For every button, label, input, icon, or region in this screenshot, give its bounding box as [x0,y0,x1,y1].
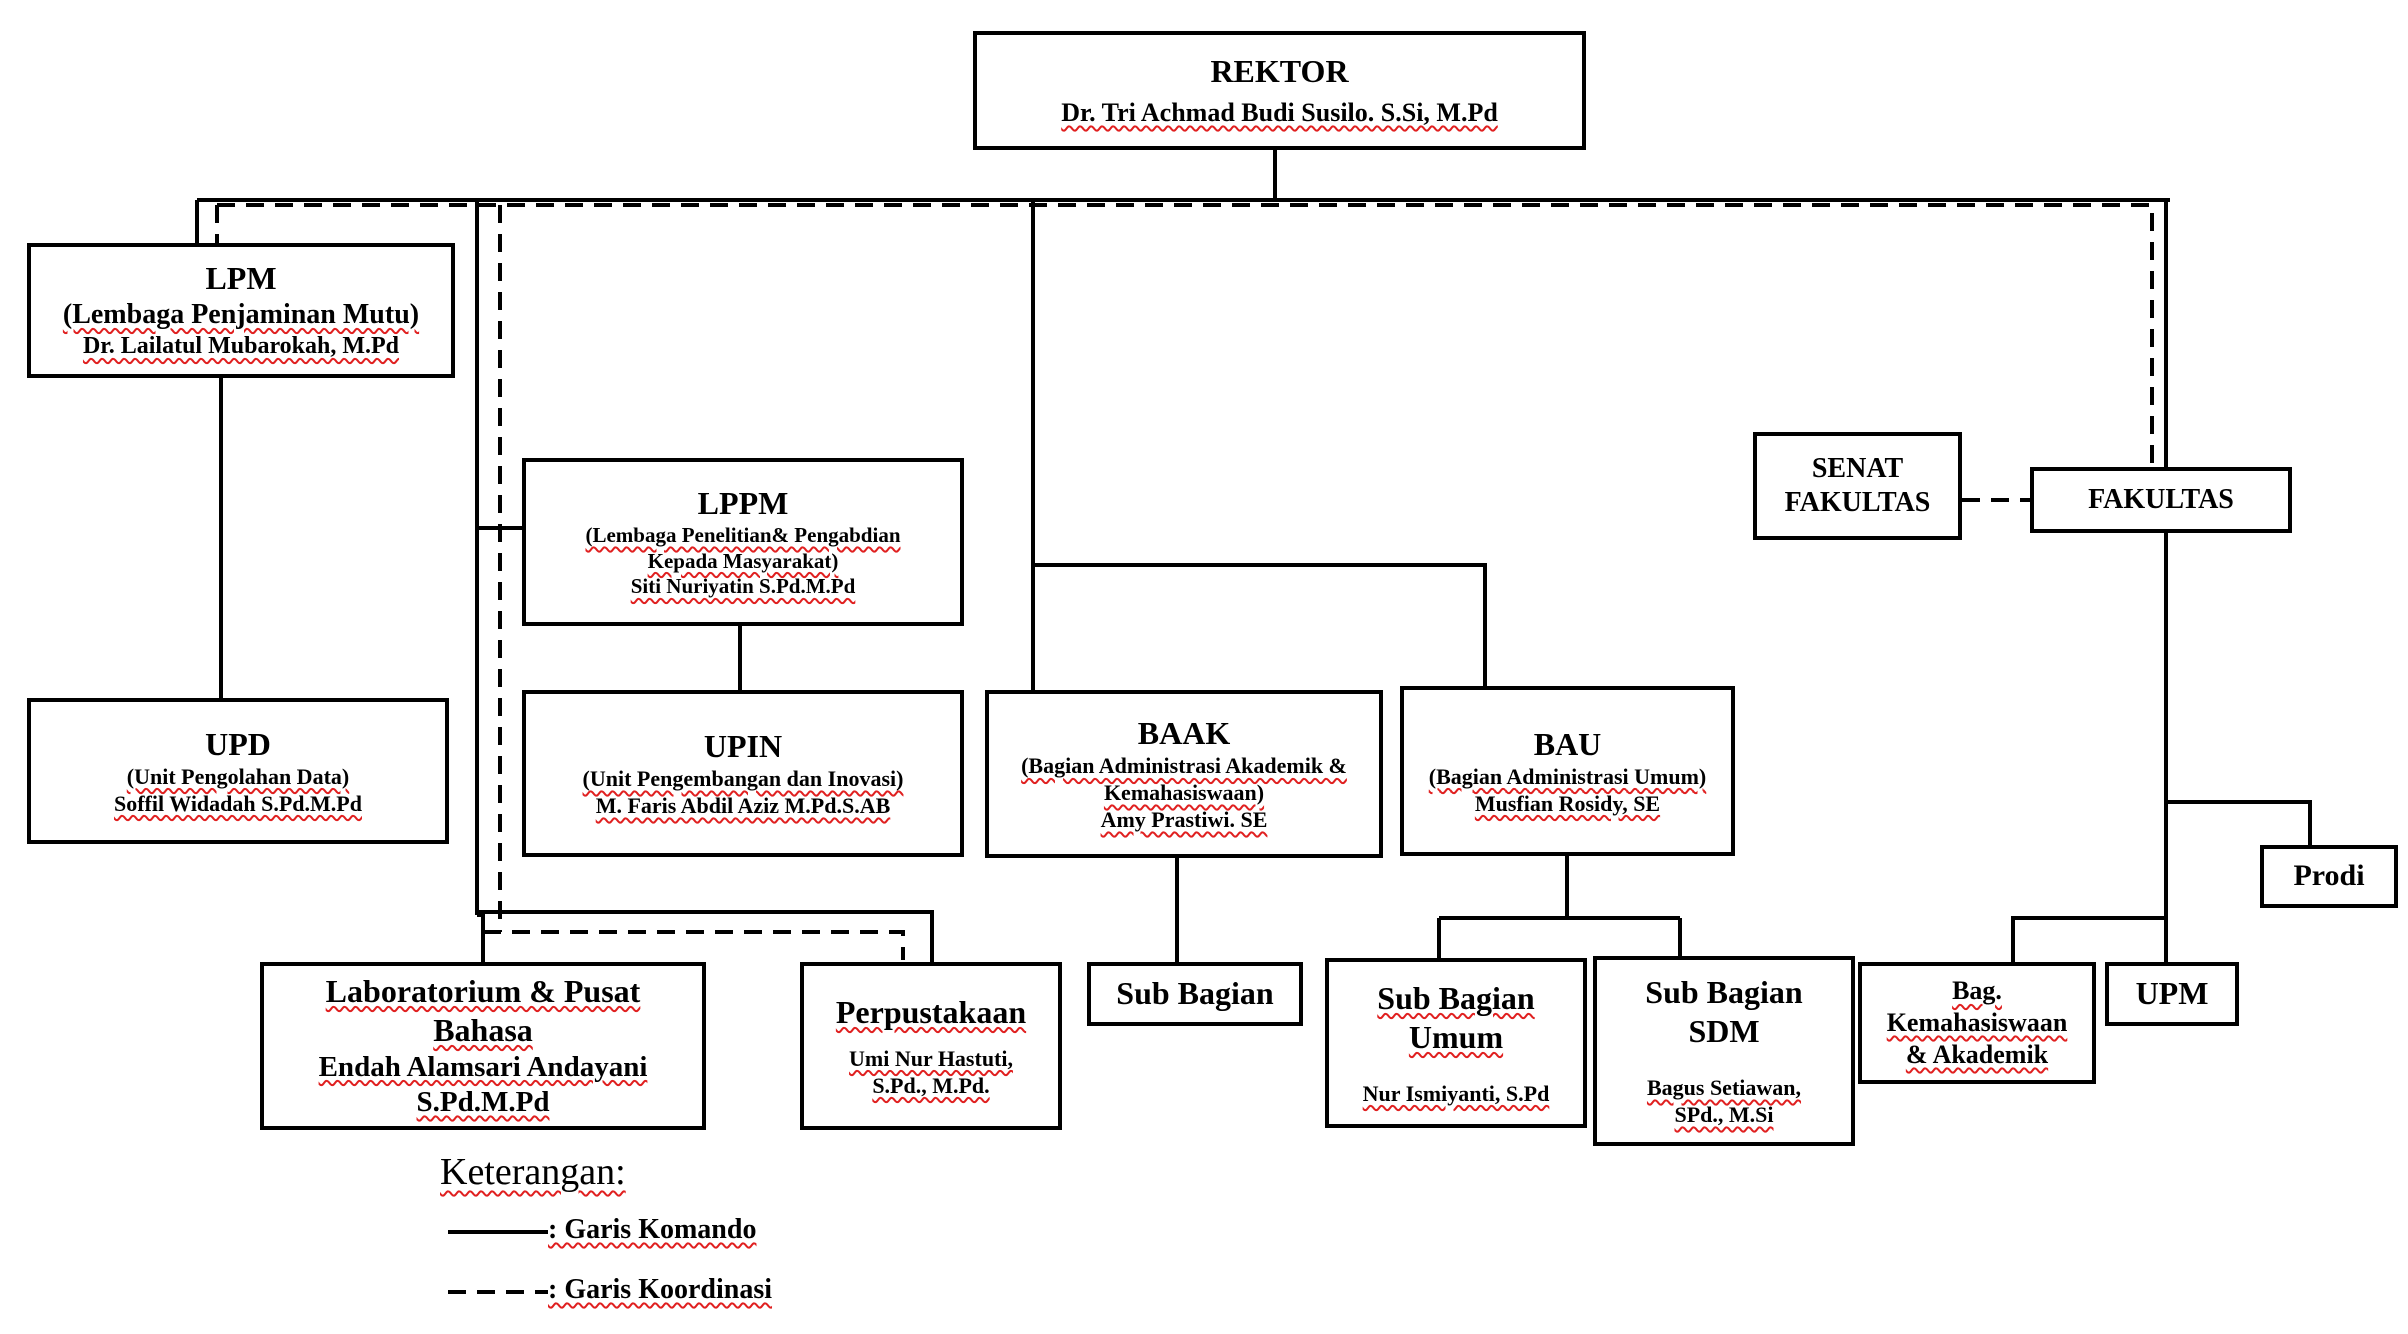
upd-subtitle: (Unit Pengolahan Data) [126,763,350,789]
upd-title: UPD [205,725,271,762]
bau-name: Musfian Rosidy, SE [1474,790,1661,816]
sub-sdm-title: Sub Bagian SDM [1645,974,1803,1050]
fakultas-box: FAKULTAS [2030,467,2292,533]
dash-top [215,203,2154,465]
upin-subtitle: (Unit Pengembangan dan Inovasi) [582,766,904,792]
legend-title: Keterangan: [440,1151,626,1193]
upd-box: UPD (Unit Pengolahan Data) Soffil Widada… [27,698,449,844]
bau-title: BAU [1533,725,1602,762]
legend-coordination-label: : Garis Koordinasi [548,1274,773,1305]
upd-name: Soffil Widadah S.Pd.M.Pd [114,790,362,816]
upm-box: UPM [2105,962,2239,1026]
lab-name: Endah Alamsari Andayani S.Pd.M.Pd [318,1050,648,1119]
lab-box: Laboratorium & Pusat Bahasa Endah Alamsa… [260,962,706,1130]
fakultas-title: FAKULTAS [2088,483,2234,515]
rektor-box: REKTOR Dr. Tri Achmad Budi Susilo. S.Si,… [973,31,1586,150]
lab-title: Laboratorium & Pusat Bahasa [325,972,641,1048]
legend-command-label: : Garis Komando [548,1214,757,1245]
bag-kem-title: Bag. Kemahasiswaan & Akademik [1886,976,2068,1069]
lpm-box: LPM (Lembaga Penjaminan Mutu) Dr. Lailat… [27,243,455,378]
rektor-name: Dr. Tri Achmad Budi Susilo. S.Si, M.Pd [1061,98,1498,128]
dash-lab-perpus [483,930,905,960]
bau-subtitle: (Bagian Administrasi Umum) [1428,763,1707,789]
perpus-title: Perpustakaan [835,993,1027,1030]
line-to-perpus [477,910,934,962]
sub-bagian-box: Sub Bagian [1087,962,1303,1026]
line-to-bau [1033,563,1487,686]
senat-line1: SENAT [1811,452,1904,484]
baak-title: BAAK [1137,715,1231,752]
lppm-subtitle: (Lembaga Penelitian& Pengabdian Kepada M… [585,523,901,573]
senat-fakultas-box: SENAT FAKULTAS [1753,432,1962,540]
prodi-title: Prodi [2293,859,2365,893]
baak-name: Amy Prastiwi. SE [1100,806,1268,832]
upin-box: UPIN (Unit Pengembangan dan Inovasi) M. … [522,690,964,857]
line-to-lab [477,913,485,962]
perpus-name: Umi Nur Hastuti, S.Pd., M.Pd. [849,1045,1013,1098]
upin-name: M. Faris Abdil Aziz M.Pd.S.AB [595,793,891,819]
sub-umum-name: Nur Ismiyanti, S.Pd [1362,1080,1550,1106]
sub-bagian-title: Sub Bagian [1116,975,1274,1012]
sub-umum-title: Sub Bagian Umum [1377,979,1535,1055]
lpm-name: Dr. Lailatul Mubarokah, M.Pd [82,333,400,360]
lppm-title: LPPM [697,485,789,522]
lppm-box: LPPM (Lembaga Penelitian& Pengabdian Kep… [522,458,964,626]
lppm-name: Siti Nuriyatin S.Pd.M.Pd [630,574,856,599]
lpm-title: LPM [205,260,277,297]
sub-bagian-umum-box: Sub Bagian Umum Nur Ismiyanti, S.Pd [1325,958,1587,1128]
bau-box: BAU (Bagian Administrasi Umum) Musfian R… [1400,686,1735,856]
baak-subtitle: (Bagian Administrasi Akademik & Kemahasi… [1021,753,1347,806]
senat-line2: FAKULTAS [1784,487,1931,518]
baak-box: BAAK (Bagian Administrasi Akademik & Kem… [985,690,1383,858]
prodi-box: Prodi [2260,845,2398,908]
sub-sdm-name: Bagus Setiawan, SPd., M.Si [1646,1075,1802,1128]
line-to-prodi [2166,800,2312,845]
upin-title: UPIN [703,728,783,765]
upm-title: UPM [2135,975,2209,1012]
rektor-title: REKTOR [1210,53,1349,90]
bag-kemahasiswaan-box: Bag. Kemahasiswaan & Akademik [1858,962,2096,1084]
lpm-subtitle: (Lembaga Penjaminan Mutu) [62,299,420,331]
perpustakaan-box: Perpustakaan Umi Nur Hastuti, S.Pd., M.P… [800,962,1062,1130]
line-to-bagkem [2011,916,2166,962]
sub-bagian-sdm-box: Sub Bagian SDM Bagus Setiawan, SPd., M.S… [1593,956,1855,1146]
